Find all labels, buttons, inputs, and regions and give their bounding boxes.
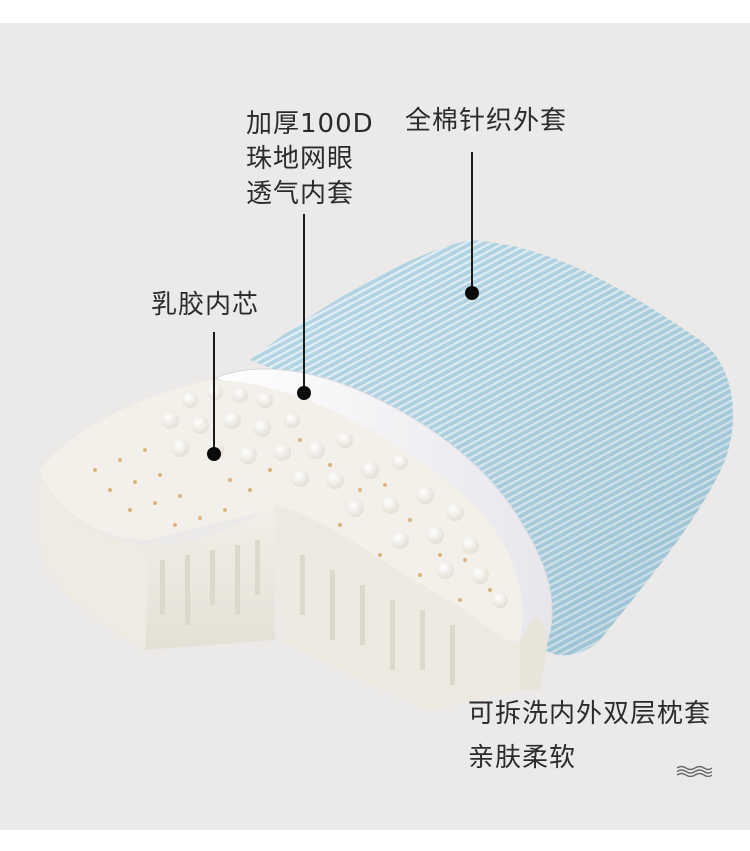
product-diagram-stage: 加厚100D 珠地网眼 透气内套 全棉针织外套 乳胶内芯 可拆洗内外双层枕套 亲… — [0, 23, 750, 830]
callout-outer-cover-dot — [465, 286, 479, 300]
callout-inner-cover-leader — [303, 214, 305, 393]
latex-pinholes — [93, 438, 492, 602]
latex-slots — [160, 540, 455, 685]
callout-inner-cover-line-2: 珠地网眼 — [246, 144, 355, 174]
callout-outer-cover-leader — [471, 152, 473, 293]
outer-cover-shape — [250, 240, 733, 656]
callout-latex-core-leader — [213, 332, 215, 454]
latex-pillow-illustration — [38, 240, 733, 710]
wave-lines-icon — [676, 765, 712, 777]
caption-line-1: 可拆洗内外双层枕套 — [468, 699, 712, 729]
callout-inner-cover-label: 加厚100D 珠地网眼 透气内套 — [246, 107, 374, 212]
callout-inner-cover-line-3: 透气内套 — [246, 179, 355, 209]
callout-latex-core-dot — [207, 447, 221, 461]
caption-line-2: 亲肤柔软 — [468, 743, 577, 773]
callout-inner-cover-dot — [297, 386, 311, 400]
latex-bumps — [161, 384, 508, 608]
callout-outer-cover-label: 全棉针织外套 — [405, 106, 568, 136]
callout-latex-core-label: 乳胶内芯 — [151, 290, 260, 320]
latex-core-cut-face — [275, 505, 520, 710]
callout-inner-cover-line-1: 加厚100D — [246, 109, 374, 139]
